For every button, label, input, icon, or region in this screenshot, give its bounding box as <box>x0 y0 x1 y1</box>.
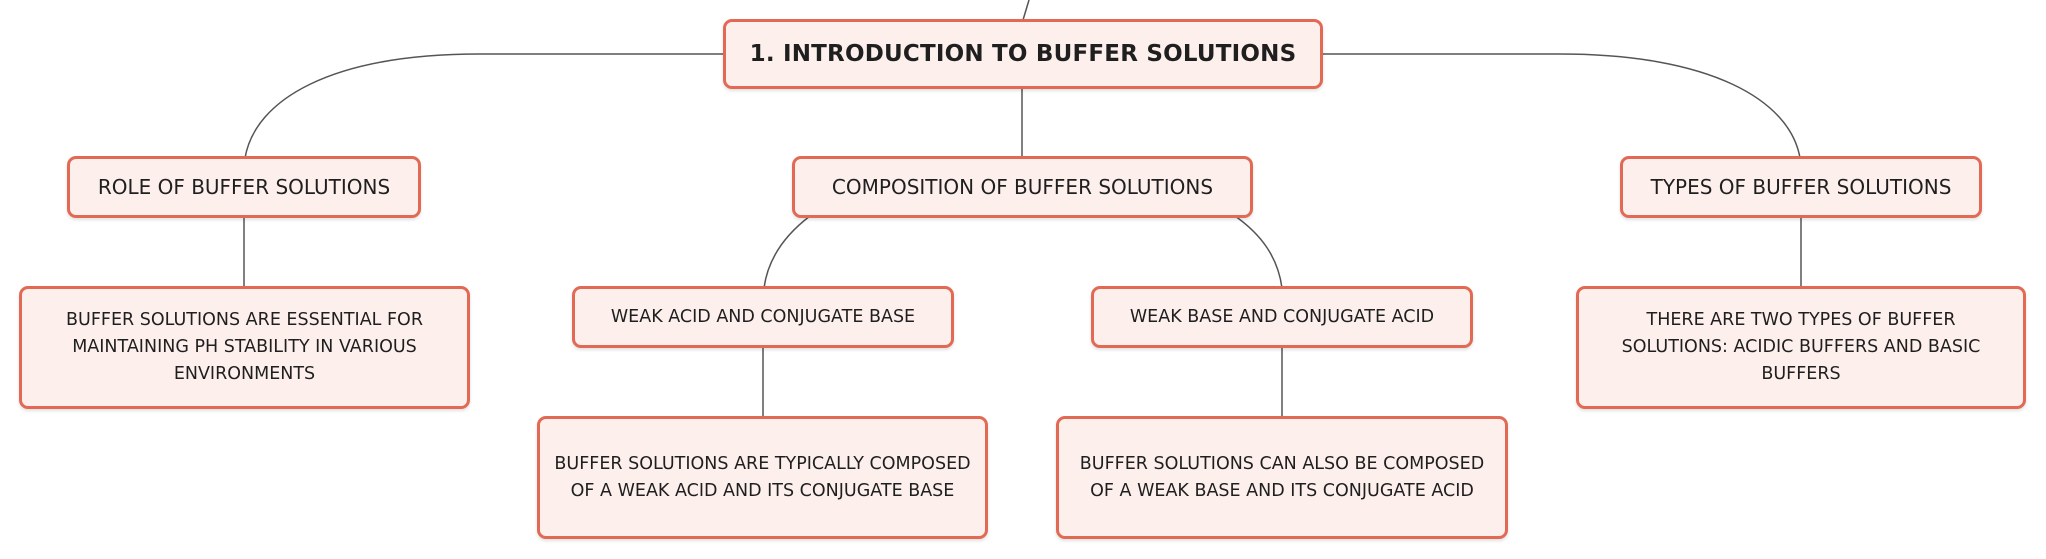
connector-root-types <box>1320 53 1801 159</box>
types-detail-node[interactable]: THERE ARE TWO TYPES OF BUFFER SOLUTIONS:… <box>1576 286 2026 409</box>
weak-acid-node-label: WEAK ACID AND CONJUGATE BASE <box>610 307 916 327</box>
root-node[interactable]: 1. INTRODUCTION TO BUFFER SOLUTIONS <box>723 19 1323 89</box>
composition-node[interactable]: COMPOSITION OF BUFFER SOLUTIONS <box>792 156 1253 218</box>
weak-acid-detail-text: BUFFER SOLUTIONS ARE TYPICALLY COMPOSED … <box>554 453 971 501</box>
role-detail-text: BUFFER SOLUTIONS ARE ESSENTIAL FOR MAINT… <box>66 310 423 384</box>
weak-base-detail-text: BUFFER SOLUTIONS CAN ALSO BE COMPOSED OF… <box>1079 453 1485 501</box>
role-node-label: ROLE OF BUFFER SOLUTIONS <box>97 175 391 199</box>
root-node-label: 1. INTRODUCTION TO BUFFER SOLUTIONS <box>749 41 1297 67</box>
weak-acid-node[interactable]: WEAK ACID AND CONJUGATE BASE <box>572 286 954 348</box>
weak-base-detail-node[interactable]: BUFFER SOLUTIONS CAN ALSO BE COMPOSED OF… <box>1056 416 1508 539</box>
connector-composition-acid <box>763 215 811 289</box>
weak-base-node-label: WEAK BASE AND CONJUGATE ACID <box>1129 307 1435 327</box>
types-detail-text: THERE ARE TWO TYPES OF BUFFER SOLUTIONS:… <box>1621 310 1981 384</box>
connector-composition-base <box>1234 215 1283 289</box>
role-node[interactable]: ROLE OF BUFFER SOLUTIONS <box>67 156 421 218</box>
types-node[interactable]: TYPES OF BUFFER SOLUTIONS <box>1620 156 1982 218</box>
connector-root-role <box>244 53 725 159</box>
composition-node-label: COMPOSITION OF BUFFER SOLUTIONS <box>831 175 1214 199</box>
weak-acid-detail-node[interactable]: BUFFER SOLUTIONS ARE TYPICALLY COMPOSED … <box>537 416 988 539</box>
connector-parent-root <box>1022 0 1030 21</box>
role-detail-node[interactable]: BUFFER SOLUTIONS ARE ESSENTIAL FOR MAINT… <box>19 286 470 409</box>
types-node-label: TYPES OF BUFFER SOLUTIONS <box>1650 175 1952 199</box>
weak-base-node[interactable]: WEAK BASE AND CONJUGATE ACID <box>1091 286 1473 348</box>
